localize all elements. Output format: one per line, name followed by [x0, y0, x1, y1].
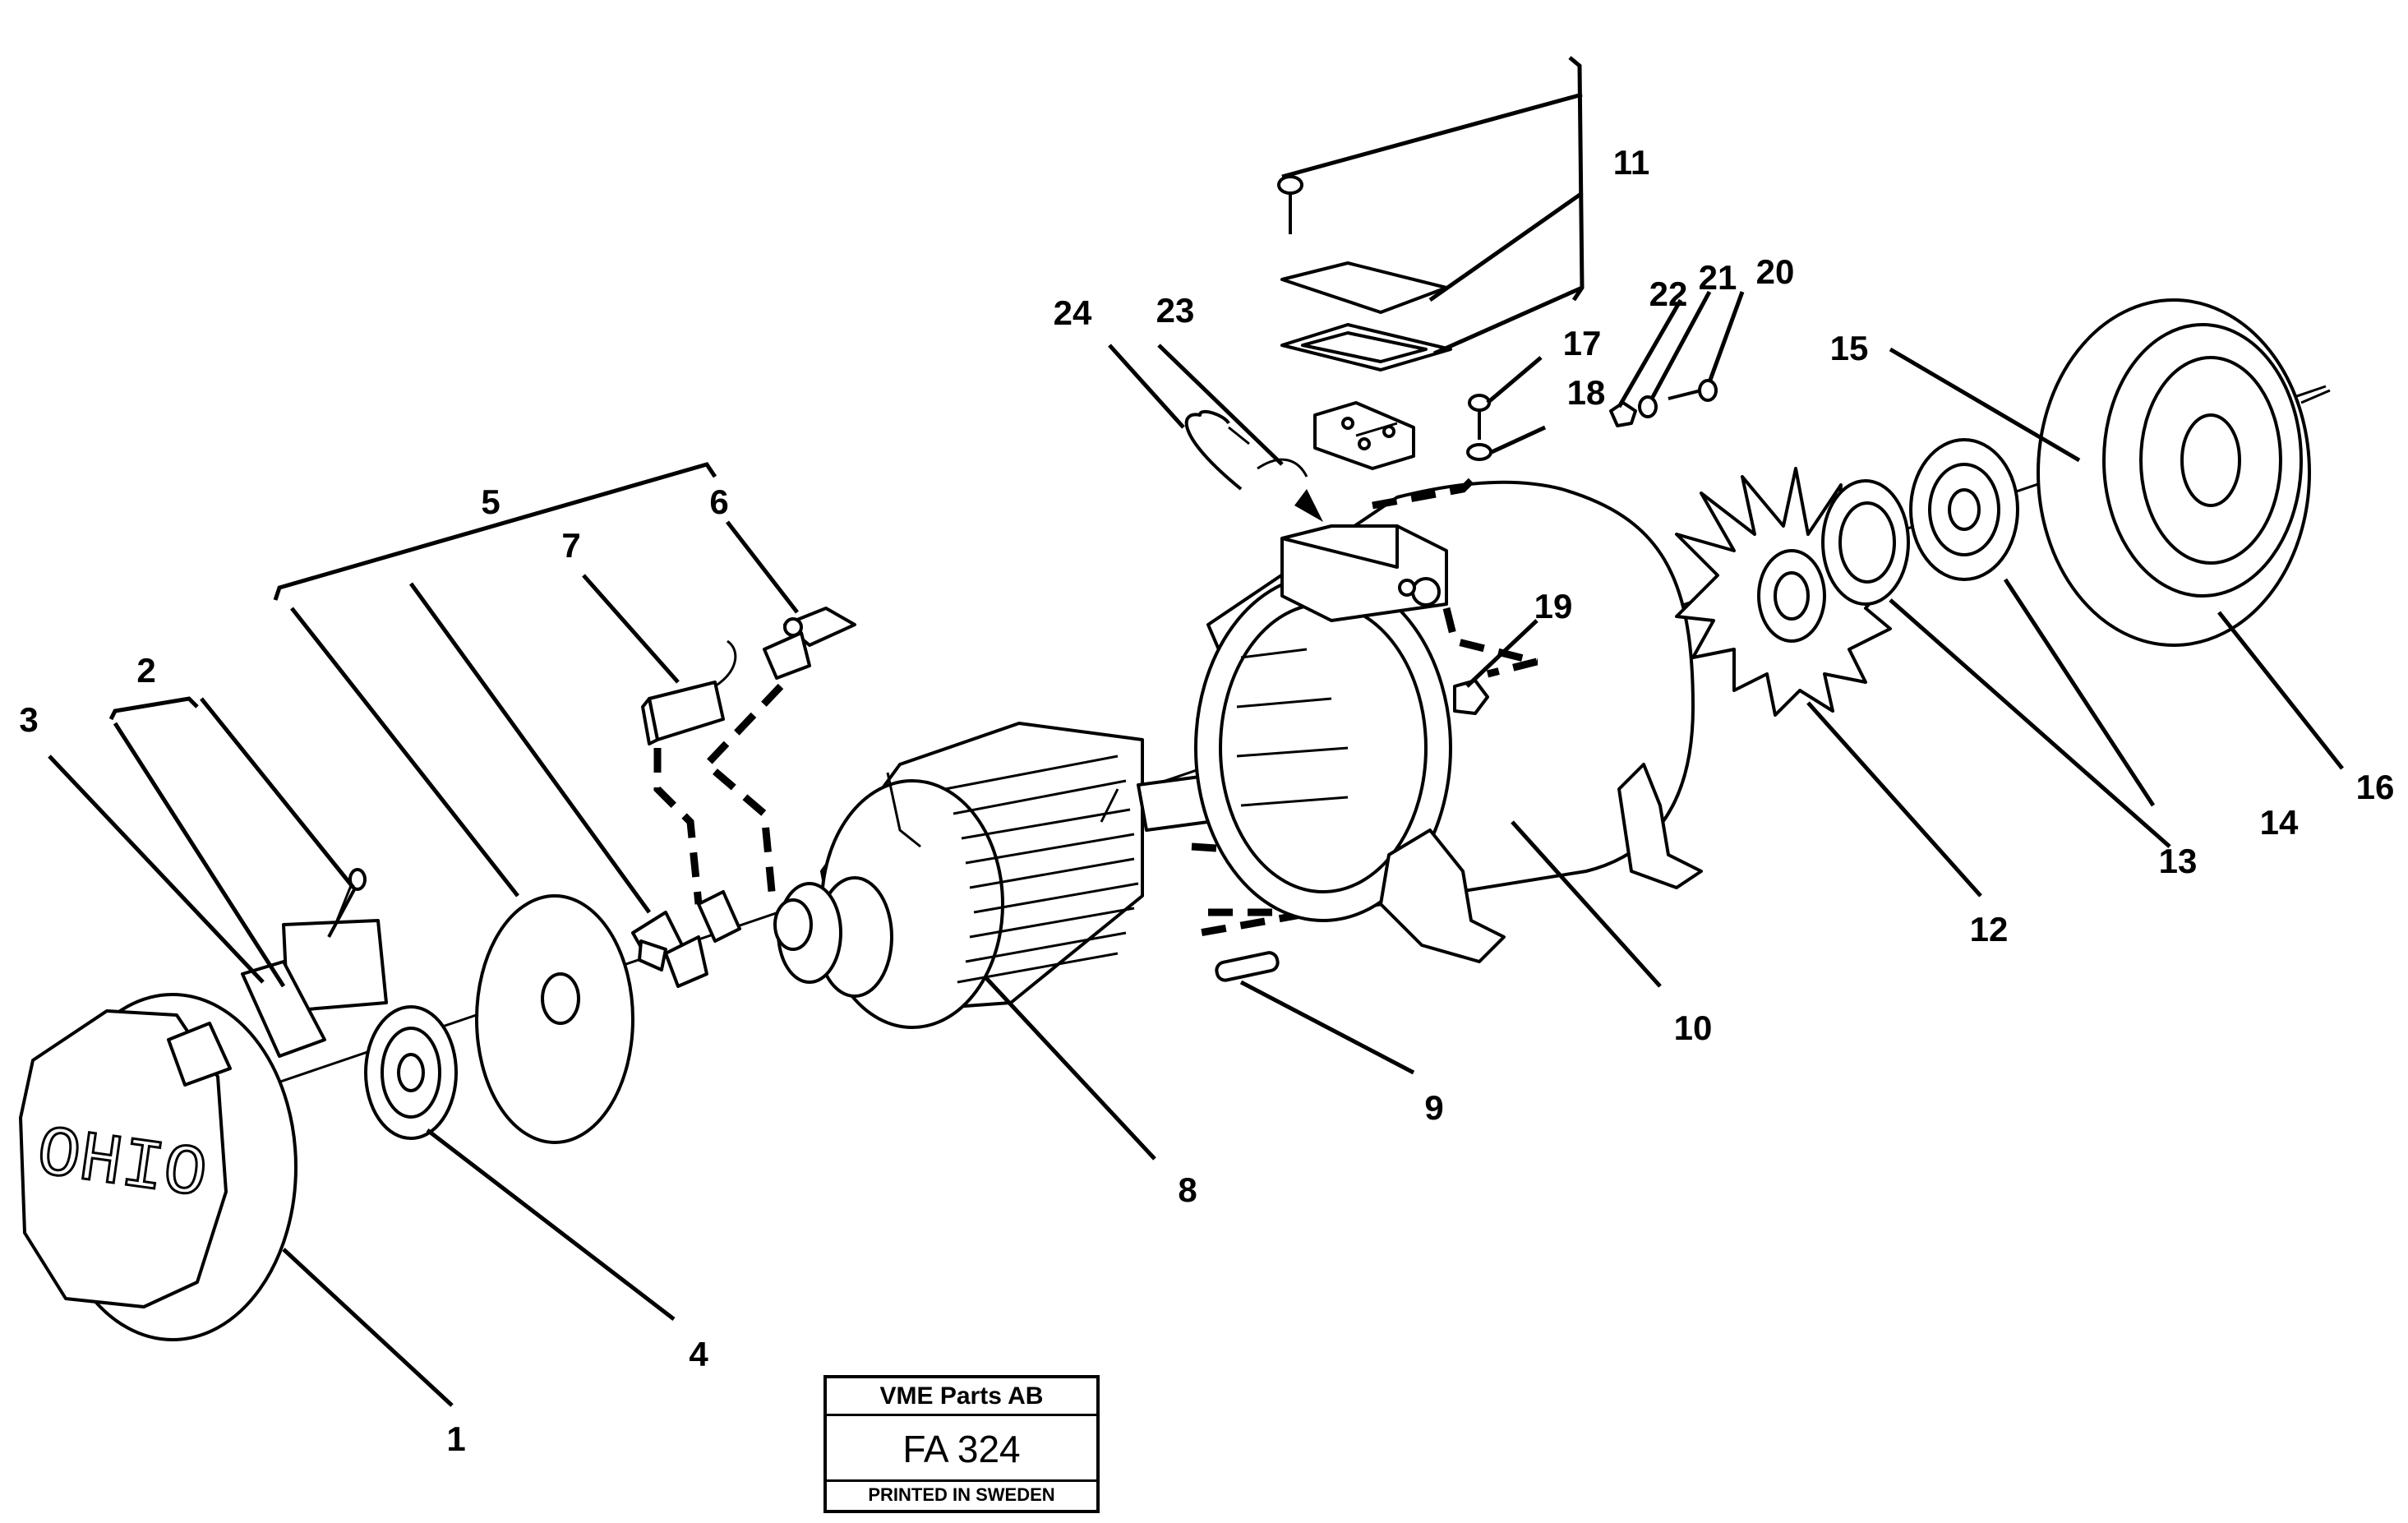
seal-ring-13	[1821, 479, 1910, 606]
label-24: 24	[1054, 293, 1092, 332]
fan-12	[1675, 467, 1908, 717]
label-19: 19	[1534, 587, 1573, 625]
label-10: 10	[1674, 1008, 1713, 1047]
pulley-16	[2037, 298, 2331, 647]
brush-block-7	[641, 639, 737, 745]
screw-17	[1468, 394, 1491, 440]
label-11: 11	[1613, 143, 1649, 182]
label-21: 21	[1699, 258, 1737, 297]
stamp-code: FA 324	[827, 1416, 1096, 1482]
washer-21	[1638, 395, 1658, 418]
label-15: 15	[1830, 329, 1869, 367]
callout-numbers: 1 2 3 4 5 6 7 8 9 10 11 12 13 14 15 16 1…	[19, 143, 2394, 1458]
clip-24	[1184, 409, 1323, 522]
brush-holders	[631, 890, 741, 988]
rotor	[773, 722, 1144, 1029]
bracket-2	[108, 696, 199, 721]
washer-18	[1466, 443, 1492, 461]
label-6: 6	[709, 482, 728, 521]
key-9	[1215, 951, 1280, 982]
label-14: 14	[2260, 803, 2299, 842]
label-8: 8	[1178, 1170, 1197, 1209]
label-18: 18	[1567, 373, 1606, 412]
nut-22	[1609, 401, 1637, 427]
wire-6	[701, 683, 784, 901]
label-23: 23	[1156, 291, 1195, 330]
label-5: 5	[481, 482, 500, 521]
wire-7	[653, 748, 703, 905]
label-1: 1	[446, 1419, 465, 1458]
label-2: 2	[136, 651, 155, 690]
end-cover: OHIO	[19, 993, 298, 1341]
bearing-right	[1909, 438, 2019, 581]
screw-2	[327, 868, 367, 938]
label-22: 22	[1649, 275, 1688, 313]
stamp-printed: PRINTED IN SWEDEN	[868, 1484, 1055, 1505]
label-9: 9	[1424, 1088, 1443, 1127]
label-20: 20	[1756, 252, 1795, 291]
bolt-guide	[1372, 469, 1483, 510]
label-16: 16	[2356, 768, 2395, 806]
bracket-11	[1568, 56, 1585, 302]
bearing-left	[364, 1005, 458, 1140]
title-stamp: VME Parts AB FA 324 PRINTED IN SWEDEN	[823, 1375, 1100, 1513]
label-17: 17	[1563, 324, 1602, 362]
label-7: 7	[561, 526, 580, 565]
label-13: 13	[2159, 842, 2198, 880]
box-wire	[1442, 607, 1538, 678]
leader-lines	[48, 92, 2344, 1407]
brush-disc	[475, 894, 634, 1144]
label-12: 12	[1970, 910, 2009, 948]
cover-11	[1277, 175, 1452, 372]
stamp-company: VME Parts AB	[827, 1378, 1096, 1416]
bracket-5	[273, 462, 717, 601]
label-4: 4	[689, 1335, 708, 1373]
bolt-20	[1668, 379, 1718, 402]
filter-plate	[241, 879, 388, 1058]
label-3: 3	[19, 700, 38, 739]
terminal-block-23	[1313, 401, 1415, 470]
stator-housing	[1194, 480, 1703, 963]
brush-clip-6	[763, 607, 856, 680]
